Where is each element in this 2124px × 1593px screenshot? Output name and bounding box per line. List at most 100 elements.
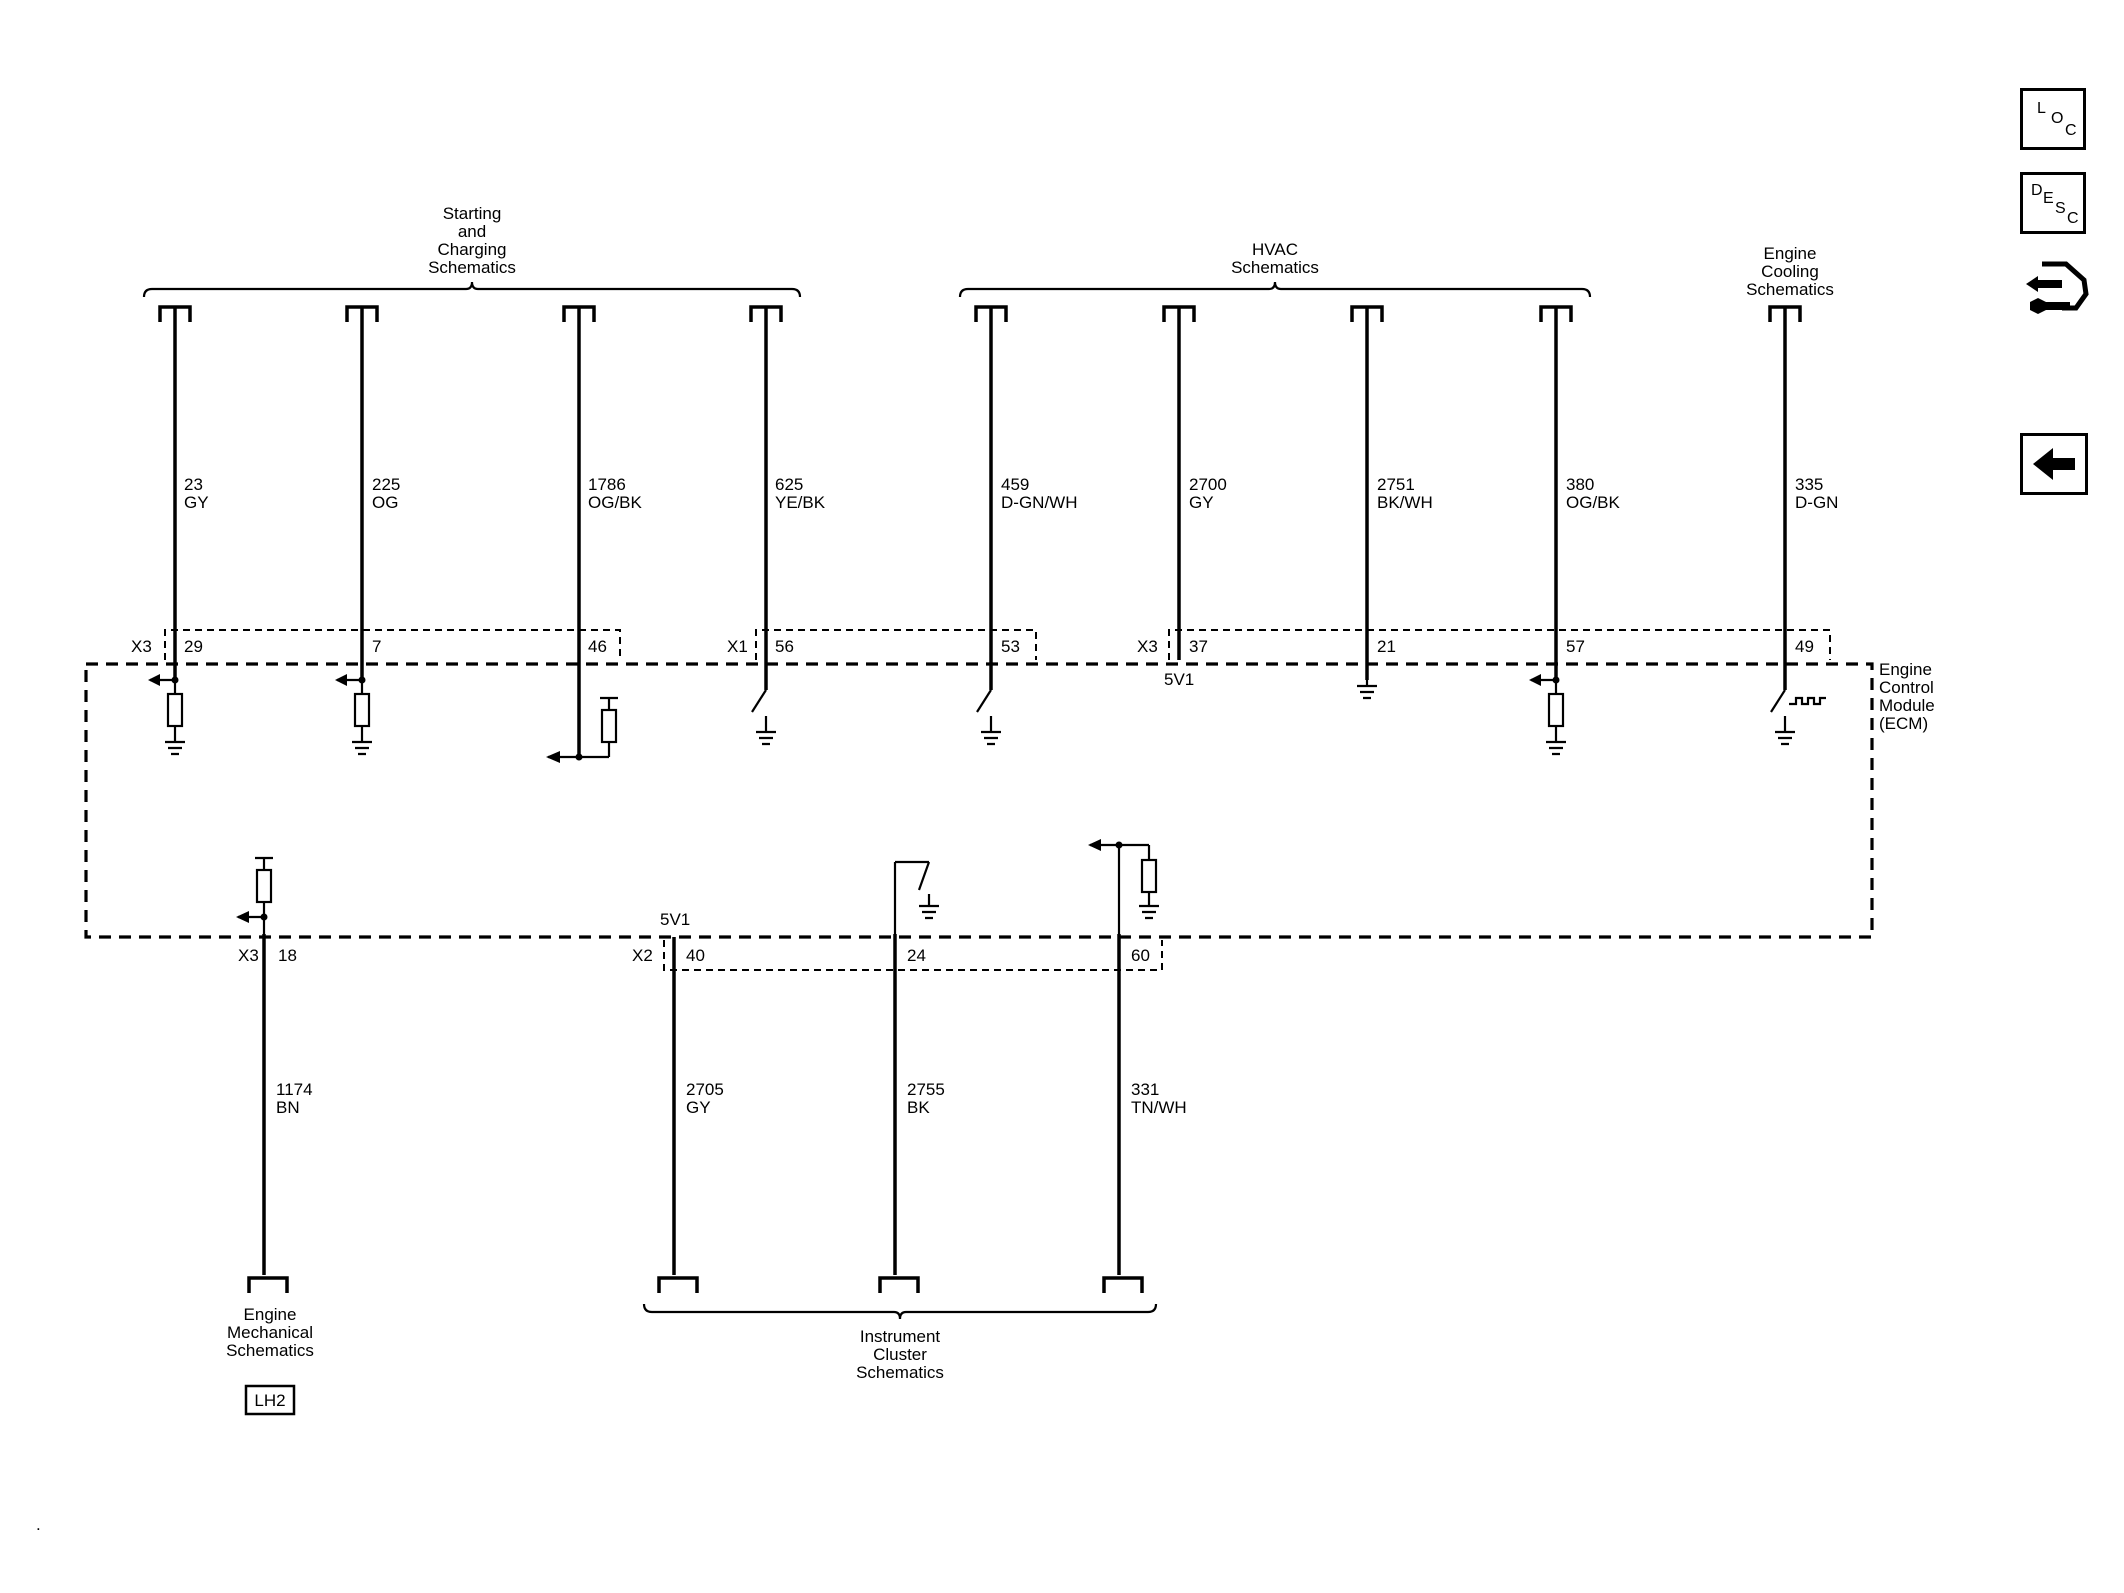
switch-icon [976,689,992,713]
connector-id: X3 [238,946,259,965]
terminal [247,1276,289,1293]
title-line: Engine [244,1305,297,1324]
engine-mechanical-title[interactable]: Engine Mechanical Schematics [226,1305,314,1360]
starting-charging-title[interactable]: Starting and Charging Schematics [428,204,516,277]
svg-text:E: E [2043,190,2054,207]
svg-text:C: C [2065,122,2077,139]
module-name-line: Engine [1879,660,1932,679]
resistor-icon [1140,858,1158,894]
lh2-badge[interactable]: LH2 [244,1384,296,1416]
back-button[interactable] [2020,433,2088,495]
title-line: Cooling [1761,262,1819,281]
title-line: and [458,222,486,241]
hvac-title[interactable]: HVAC Schematics [1231,240,1319,277]
terminal [878,1276,920,1293]
pulse-waveform-icon [1789,696,1826,706]
circuit-number: 1786 [588,475,626,494]
connector-views-icon [2026,261,2089,314]
signal-arrow-icon [148,674,160,686]
top-terminals [158,305,1802,322]
connector-id: X2 [632,946,653,965]
pin-number: 24 [907,946,926,965]
bottom-terminals [247,1276,1144,1293]
pin-number: 57 [1566,637,1585,656]
circuit-number: 2751 [1377,475,1415,494]
terminal [657,1276,699,1293]
wire-color: TN/WH [1131,1098,1187,1117]
switch-icon [751,689,767,713]
ecm-boundary[interactable] [84,662,1874,939]
top-wires [173,307,1787,757]
title-line: Charging [438,240,507,259]
starting-charging-brace [142,281,802,298]
pin-number: 29 [184,637,203,656]
circuit-number: 2700 [1189,475,1227,494]
loc-button[interactable]: L O C [2020,88,2086,150]
circuit-number: 1174 [276,1080,313,1099]
engine-cooling-title[interactable]: Engine Cooling Schematics [1746,244,1834,299]
resistor-icon [255,868,273,904]
top-pin-labels: X3 29 7 46 X1 56 53 X3 37 21 57 49 5V1 [131,637,1814,689]
input-pullup-pin18 [236,856,273,934]
pin-number: 60 [1131,946,1150,965]
pin-number: 49 [1795,637,1814,656]
ecm-label[interactable]: Engine Control Module (ECM) [1879,660,1935,733]
instrument-cluster-title[interactable]: Instrument Cluster Schematics [856,1327,944,1382]
desc-button[interactable]: D E S C [2020,172,2086,234]
circuit-number: 335 [1795,475,1823,494]
circuit-number: 225 [372,475,400,494]
wire-color: D-GN/WH [1001,493,1077,512]
connector-x1-outline [755,629,1037,660]
pin-number: 21 [1377,637,1396,656]
svg-text:L: L [2037,100,2046,117]
switch-icon [917,861,931,891]
wire-color: GY [686,1098,711,1117]
input-pulldown-pin57 [1529,674,1566,756]
corner-mark: . [36,1515,41,1534]
svg-text:S: S [2055,200,2066,217]
switch-pin24 [893,860,939,934]
pin-number: 18 [278,946,297,965]
top-connector-outlines [164,629,1831,660]
ground-icon [981,730,1001,746]
input-pullup-pin46 [546,696,618,763]
wire-color: GY [184,493,209,512]
wire-color: BK/WH [1377,493,1433,512]
wire-color: GY [1189,493,1214,512]
bottom-wires [262,934,1121,1275]
top-wire-labels: 23 GY 225 OG 1786 OG/BK 625 YE/BK 459 D-… [184,475,1838,512]
reference-voltage-label: 5V1 [1164,670,1194,689]
wire-color: D-GN [1795,493,1838,512]
module-name-line: Module [1879,696,1935,715]
bottom-connector-outlines [663,940,1163,971]
circuit-number: 23 [184,475,203,494]
ground-icon [165,740,185,756]
ground-icon [919,904,939,920]
title-line: Schematics [1231,258,1319,277]
ground-icon [1357,684,1377,700]
title-line: Mechanical [227,1323,313,1342]
pin-number: 37 [1189,637,1208,656]
pwm-switch-pin49 [1770,689,1826,746]
title-line: HVAC [1252,240,1298,259]
wire-color: YE/BK [775,493,826,512]
signal-arrow-icon [546,751,560,763]
title-line: Starting [443,204,502,223]
connector-views-button[interactable] [2022,250,2092,332]
circuit-number: 331 [1131,1080,1159,1099]
wire-color: OG/BK [1566,493,1621,512]
title-line: Schematics [428,258,516,277]
pin-number: 40 [686,946,705,965]
resistor-icon [600,708,618,744]
title-line: Instrument [860,1327,941,1346]
connector-x3-outline [1168,629,1831,660]
ground-icon [1546,740,1566,756]
connector-id: X3 [1137,637,1158,656]
pin-number: 53 [1001,637,1020,656]
switch-pin56 [751,689,776,746]
bottom-pin-labels: X3 18 X2 40 24 60 [238,946,1150,965]
resistor-icon [166,692,184,728]
svg-text:C: C [2067,210,2079,227]
title-line: Cluster [873,1345,927,1364]
